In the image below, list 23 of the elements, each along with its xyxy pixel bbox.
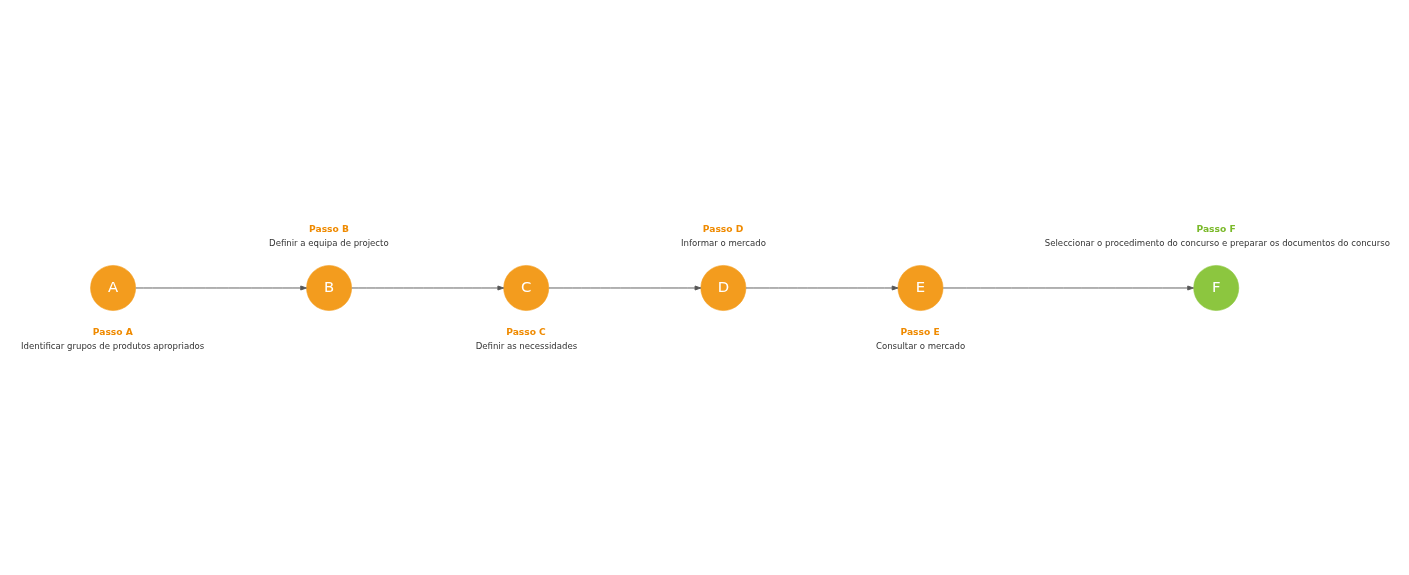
node-circle: B bbox=[306, 264, 352, 311]
node-circle: F bbox=[1193, 264, 1240, 311]
arrow bbox=[548, 285, 702, 290]
node-circle: D bbox=[700, 264, 747, 311]
node-circle: C bbox=[503, 264, 550, 311]
node-label: Seleccionar o procedimento do concurso e preparar os documentos do concurso bbox=[1044, 237, 1390, 248]
node-circle: A bbox=[90, 264, 136, 311]
node-label: Passo C bbox=[506, 326, 546, 337]
node-label: Passo E bbox=[900, 326, 940, 337]
node-label: Passo D bbox=[702, 223, 744, 234]
arrow bbox=[351, 285, 505, 290]
arrow bbox=[135, 285, 307, 290]
node-label: Definir as necessidades bbox=[475, 340, 578, 351]
node-label: Passo F bbox=[1196, 223, 1236, 234]
node-label: Passo B bbox=[309, 223, 349, 234]
node-label: Informar o mercado bbox=[681, 237, 767, 248]
node-label: Passo A bbox=[92, 326, 133, 337]
arrow bbox=[942, 285, 1194, 290]
node-label: Identificar grupos de produtos apropriados bbox=[21, 340, 205, 351]
node-label: Definir a equipa de projecto bbox=[269, 237, 389, 248]
arrow bbox=[745, 285, 899, 290]
node-circle: E bbox=[897, 264, 944, 311]
node-label: Consultar o mercado bbox=[875, 340, 966, 351]
